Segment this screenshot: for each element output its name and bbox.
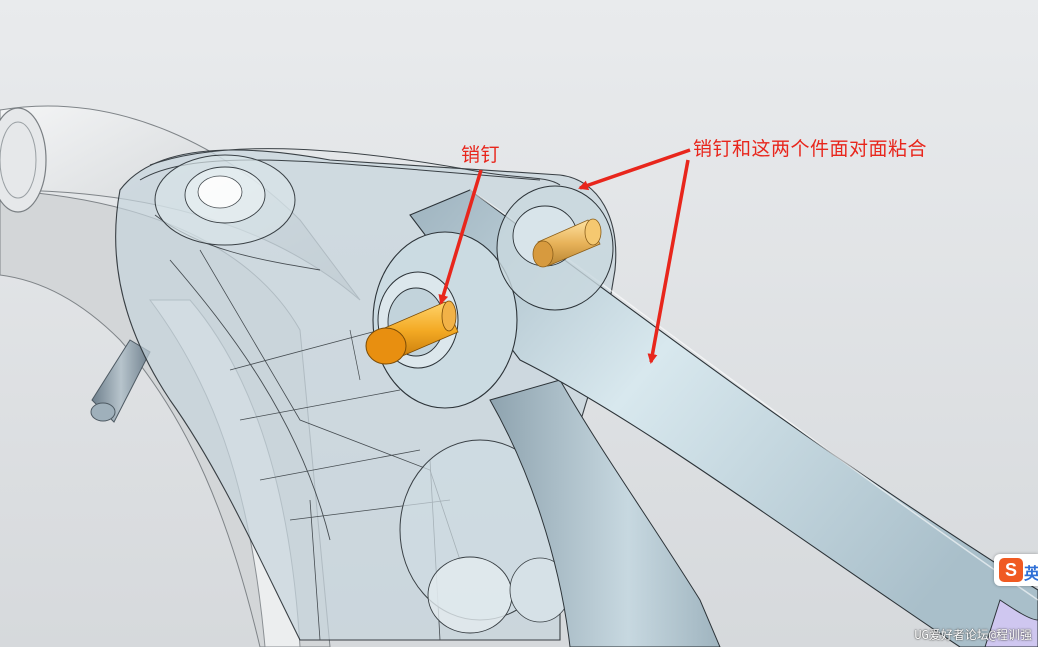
- rod-part[interactable]: [90, 339, 151, 423]
- note-arrow-to-arm: [647, 159, 690, 364]
- ime-logo: S: [999, 558, 1023, 582]
- bonding-annotation-label: 销钉和这两个件面对面粘合: [693, 138, 928, 160]
- ime-mode-label: 英: [1024, 564, 1038, 583]
- pin-arrow: [438, 169, 483, 305]
- pin-annotation-label: 销钉: [461, 144, 501, 166]
- pin-near[interactable]: [365, 300, 459, 365]
- note-arrow-to-bracket: [578, 148, 691, 191]
- sogou-ime-icon[interactable]: S 英: [994, 554, 1038, 586]
- annotation-arrows: [438, 148, 691, 364]
- lower-arm-part[interactable]: [489, 379, 721, 647]
- pin-far[interactable]: [532, 218, 602, 268]
- forum-watermark: UG爱好者论坛@程训强: [914, 628, 1032, 642]
